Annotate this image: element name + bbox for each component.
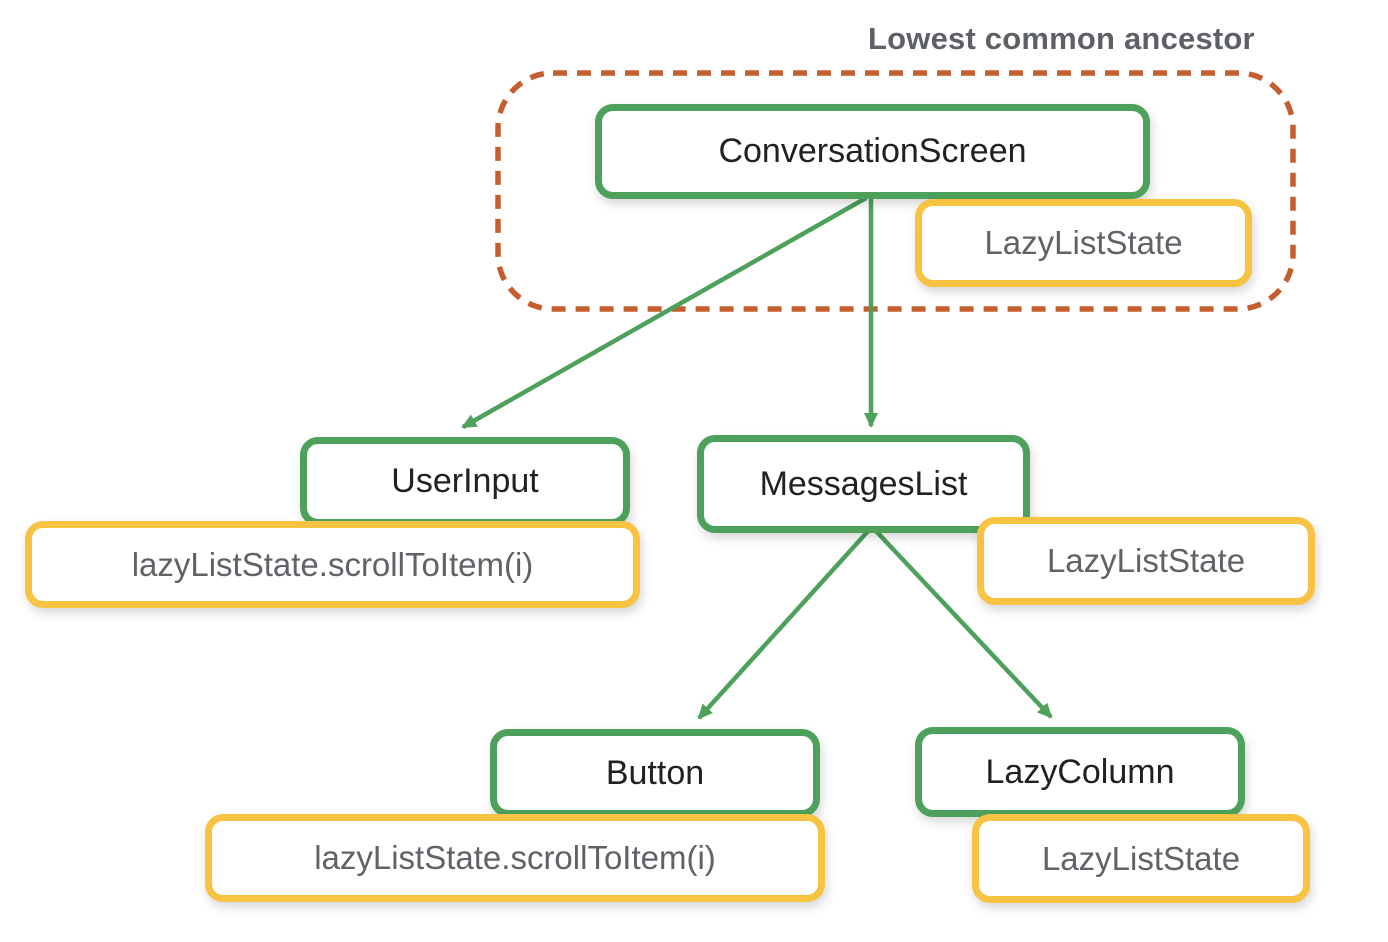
node-user-input: UserInput [300, 437, 630, 526]
state-lazyliststate-messageslist: LazyListState [977, 517, 1315, 605]
state-call-button-scrolltoitem: lazyListState.scrollToItem(i) [205, 814, 825, 902]
edge-conversationscreen-userinput [461, 196, 868, 429]
lowest-common-ancestor-outline [495, 70, 1296, 312]
state-call-userinput-scrolltoitem: lazyListState.scrollToItem(i) [25, 521, 640, 608]
node-conversation-screen: ConversationScreen [595, 104, 1150, 199]
node-messages-list: MessagesList [697, 435, 1030, 533]
edge-messageslist-lazycolumn [873, 528, 1053, 719]
state-lazyliststate-hoisted: LazyListState [915, 199, 1252, 287]
state-lazyliststate-lazycolumn: LazyListState [972, 814, 1310, 903]
lowest-common-ancestor-label: Lowest common ancestor [868, 21, 1255, 56]
edge-messageslist-button [697, 528, 871, 720]
node-button: Button [490, 729, 820, 817]
node-lazy-column: LazyColumn [915, 727, 1245, 817]
